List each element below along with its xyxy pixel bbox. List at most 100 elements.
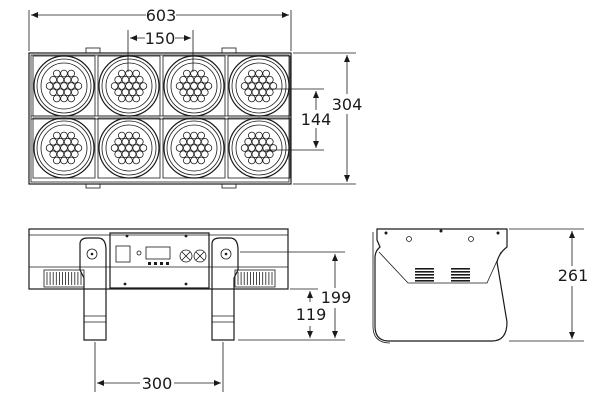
led <box>262 156 271 165</box>
led <box>110 82 119 90</box>
led <box>186 76 195 84</box>
led <box>244 88 253 96</box>
led <box>71 150 79 159</box>
led <box>244 150 253 159</box>
led <box>248 82 256 90</box>
lens-pitch-label: 150 <box>145 29 176 48</box>
power-connector <box>115 245 131 263</box>
lens <box>162 55 226 117</box>
control-panel <box>109 232 210 289</box>
rear-view <box>28 228 289 341</box>
led <box>179 150 188 159</box>
led <box>197 131 206 140</box>
led <box>52 69 61 78</box>
led <box>193 88 202 96</box>
led <box>190 94 198 103</box>
led <box>67 156 75 165</box>
dimension-side-depth: 261 <box>509 228 590 342</box>
led <box>186 150 195 159</box>
led <box>49 88 57 96</box>
lens <box>97 55 161 117</box>
led <box>60 94 68 103</box>
led <box>183 156 191 165</box>
led <box>244 138 253 146</box>
led <box>240 82 249 90</box>
led <box>265 76 274 84</box>
led <box>244 76 253 84</box>
led <box>121 76 130 84</box>
led <box>136 150 144 159</box>
led <box>255 156 263 165</box>
led <box>49 150 57 159</box>
led <box>204 82 213 90</box>
led <box>52 94 61 103</box>
led <box>262 69 271 78</box>
led <box>125 82 133 90</box>
side-view <box>372 228 508 344</box>
led <box>125 156 133 165</box>
led <box>136 88 144 96</box>
led <box>139 144 148 152</box>
led <box>60 82 68 90</box>
led <box>201 138 209 146</box>
lens <box>32 117 96 179</box>
led <box>197 144 206 152</box>
led <box>67 131 75 140</box>
led <box>197 156 206 165</box>
led <box>197 82 206 90</box>
led <box>240 144 249 152</box>
front-view <box>28 47 292 189</box>
led <box>121 138 130 146</box>
bracket-spacing-label: 300 <box>142 374 173 393</box>
side-depth-label: 261 <box>558 266 589 285</box>
dmx-out-connector <box>193 249 207 263</box>
led <box>255 82 263 90</box>
led <box>139 82 148 90</box>
led <box>114 138 122 146</box>
led <box>71 138 79 146</box>
led <box>125 94 133 103</box>
right-vent <box>234 269 276 288</box>
led <box>183 82 191 90</box>
led <box>248 144 256 152</box>
led <box>60 69 68 78</box>
led <box>204 144 213 152</box>
led <box>118 94 126 103</box>
led <box>175 82 184 90</box>
led <box>60 131 68 140</box>
led <box>125 144 133 152</box>
led <box>56 76 65 84</box>
lens <box>227 55 291 117</box>
led <box>255 69 263 78</box>
led <box>121 88 130 96</box>
led <box>71 76 79 84</box>
led <box>258 138 267 146</box>
led <box>118 82 126 90</box>
led <box>258 76 267 84</box>
lens <box>97 117 161 179</box>
led <box>67 144 75 152</box>
led <box>186 88 195 96</box>
led <box>251 88 260 96</box>
led <box>132 156 141 165</box>
led <box>136 138 144 146</box>
led <box>190 156 198 165</box>
led <box>175 144 184 152</box>
led <box>190 69 198 78</box>
led <box>67 69 75 78</box>
led <box>56 150 65 159</box>
led <box>255 144 263 152</box>
led <box>248 94 256 103</box>
led <box>269 144 278 152</box>
bracket-height-1-label: 199 <box>321 288 352 307</box>
row-pitch-label: 144 <box>301 110 332 129</box>
led <box>128 138 137 146</box>
led <box>201 150 209 159</box>
led <box>193 150 202 159</box>
led <box>186 138 195 146</box>
led <box>52 82 61 90</box>
led <box>125 131 133 140</box>
display-window <box>145 246 171 260</box>
led <box>251 150 260 159</box>
